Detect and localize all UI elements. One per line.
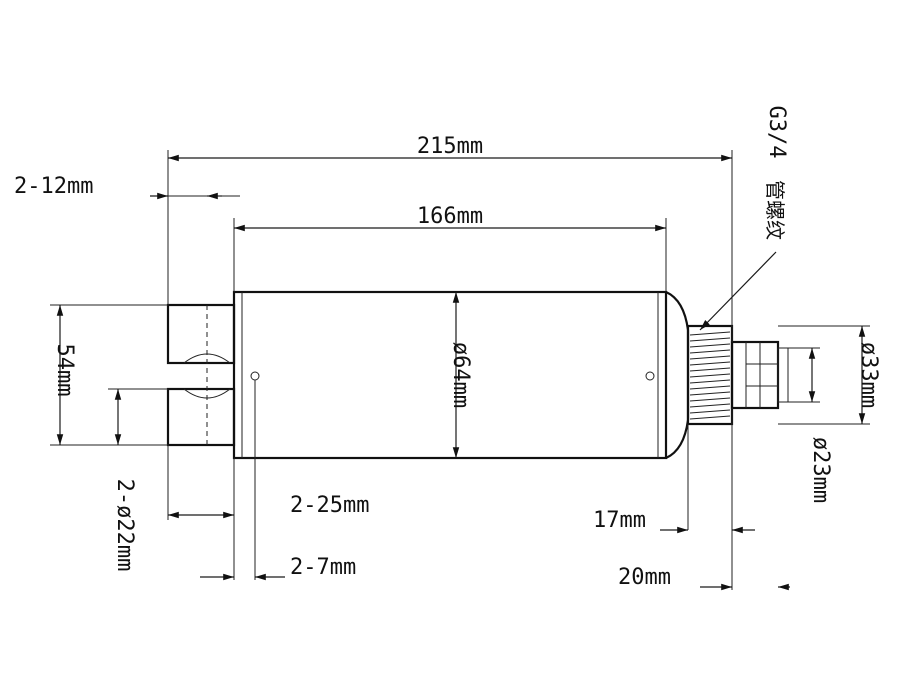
- thread-groove: [689, 337, 731, 342]
- dim-mount-height: 54mm: [52, 344, 77, 397]
- thread-groove: [689, 361, 731, 366]
- thread-groove: [689, 409, 731, 414]
- dim-clamp-width: 2-12mm: [14, 174, 93, 199]
- thread-groove: [689, 349, 731, 354]
- dim-gland-inner-diameter: ø23mm: [808, 437, 833, 503]
- dimension-lines: [56, 154, 866, 591]
- dim-body-diameter: ø64mm: [448, 342, 473, 408]
- dim-hole-diameter: 2-ø22mm: [112, 479, 137, 572]
- thread-section: [686, 324, 734, 426]
- thread-groove: [689, 397, 731, 402]
- dim-body-length: 166mm: [417, 204, 483, 229]
- dim-thread-length: 17mm: [593, 508, 646, 533]
- dim-overall-length: 215mm: [417, 134, 483, 159]
- thread-note: 管螺纹: [763, 180, 787, 240]
- thread-groove: [689, 415, 731, 420]
- mount-pin-right: [645, 371, 655, 381]
- thread-groove: [689, 385, 731, 390]
- mounting-clamp: [166, 303, 236, 447]
- dim-gland-length: 20mm: [618, 565, 671, 590]
- thread-groove: [689, 355, 731, 360]
- thread-groove: [689, 373, 731, 378]
- extension-lines: [50, 150, 870, 590]
- dim-pin-offset: 2-7mm: [290, 555, 356, 580]
- dim-clamp-offset: 2-25mm: [290, 493, 369, 518]
- cable-gland: [730, 340, 789, 410]
- dim-gland-outer-diameter: ø33mm: [856, 342, 881, 408]
- thread-groove: [689, 403, 731, 408]
- thread-groove: [689, 379, 731, 384]
- thread-groove: [689, 343, 731, 348]
- thread-spec: G3/4: [764, 106, 789, 159]
- thread-groove: [689, 391, 731, 396]
- thread-groove: [689, 367, 731, 372]
- mount-pin-left: [250, 371, 260, 381]
- thread-groove: [689, 331, 731, 336]
